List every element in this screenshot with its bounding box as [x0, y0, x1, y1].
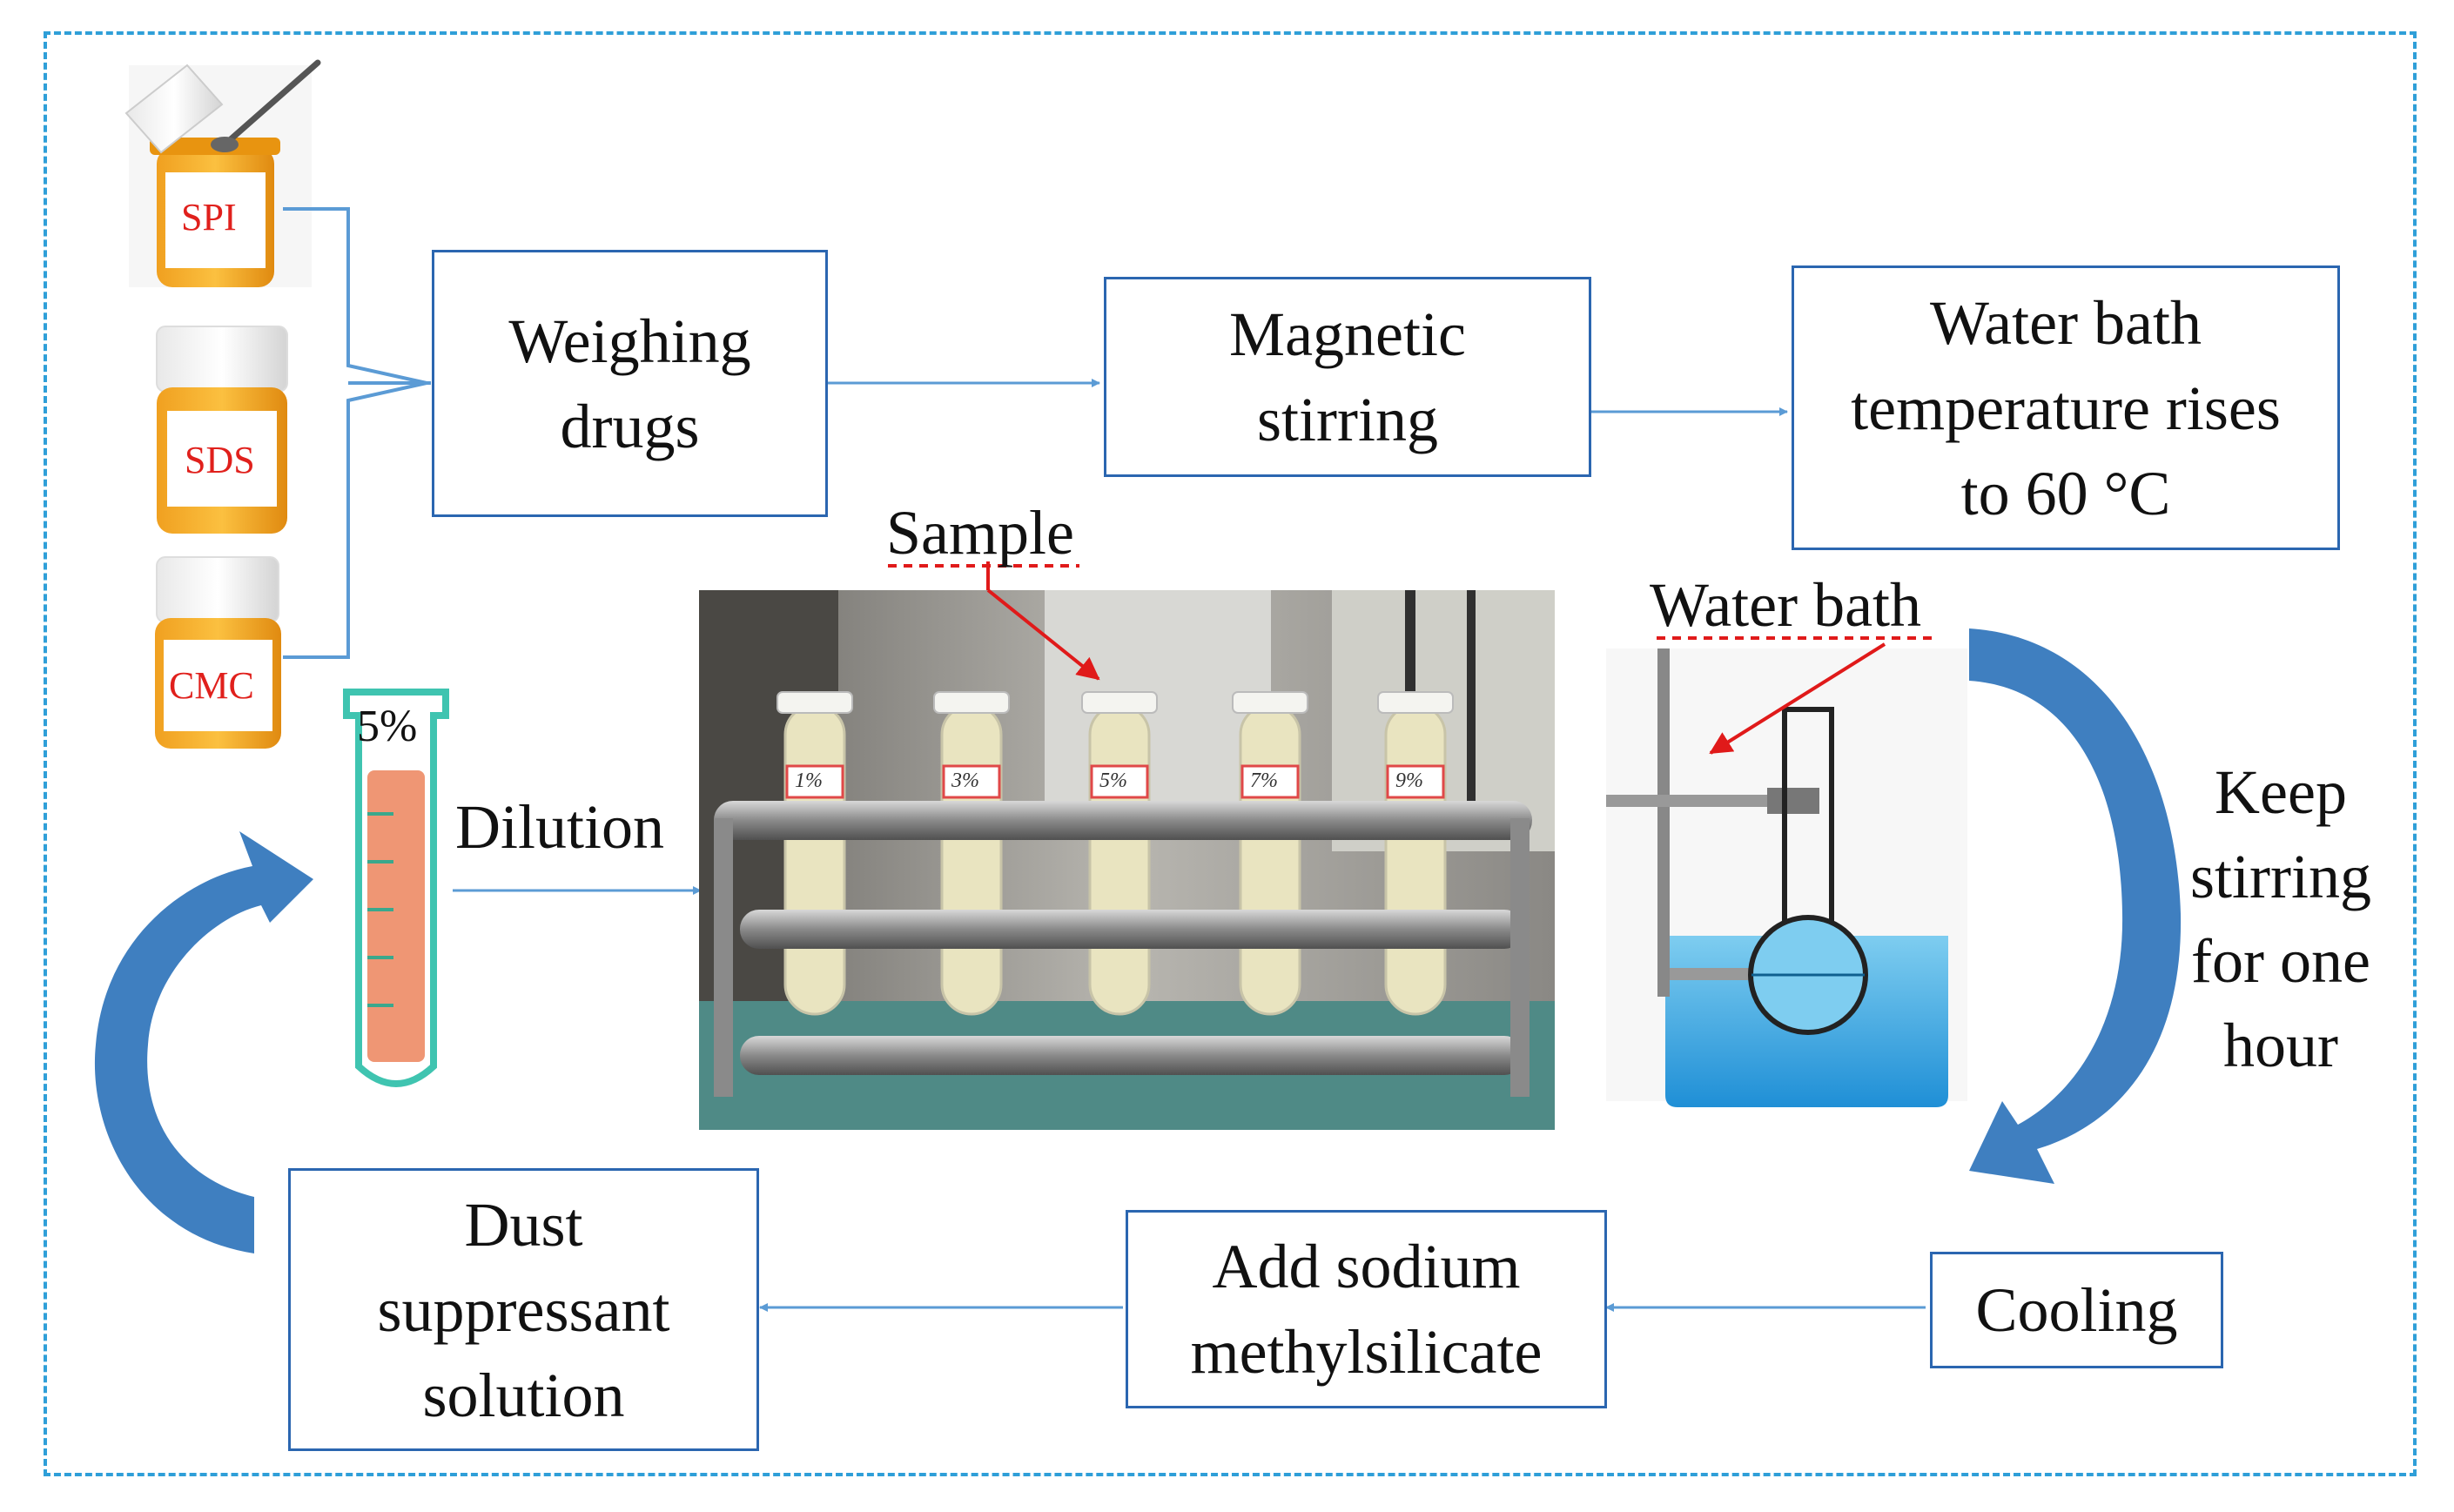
- box-add-sodium-methylsilicate: Add sodium methylsilicate: [1126, 1210, 1607, 1408]
- weighing-drugs-text: Weighing drugs: [508, 306, 751, 461]
- jar-sds: [156, 326, 288, 534]
- water-bath-label: Water bath: [1650, 570, 1922, 640]
- dashed-frame: [44, 31, 2417, 1476]
- water-bath-temperature-text: Water bath temperature rises to 60 °C: [1851, 287, 2281, 528]
- cooling-text: Cooling: [1975, 1275, 2178, 1345]
- box-magnetic-stirring: Magnetic stirring: [1104, 277, 1591, 477]
- jar-label-sds: SDS: [185, 439, 255, 481]
- tube-label: 5%: [1099, 769, 1127, 792]
- tube-label: 3%: [951, 769, 979, 792]
- sample-photo: [699, 588, 1555, 1130]
- box-water-bath-temperature: Water bath temperature rises to 60 °C: [1792, 265, 2340, 550]
- dust-suppressant-text: Dust suppressant solution: [377, 1189, 670, 1430]
- magnetic-stirring-text: Magnetic stirring: [1229, 299, 1466, 454]
- jar-spi: [124, 59, 321, 287]
- tube-label: 7%: [1250, 769, 1278, 792]
- jar-cmc: [155, 556, 281, 749]
- add-sodium-text: Add sodium methylsilicate: [1190, 1232, 1543, 1387]
- tube-label: 9%: [1395, 769, 1423, 792]
- curved-arrow-keep-stirring: [1969, 628, 2182, 1184]
- sample-label: Sample: [886, 498, 1074, 568]
- keep-stirring-label: Keep stirring for one hour: [2190, 757, 2371, 1080]
- box-cooling: Cooling: [1930, 1252, 2223, 1368]
- box-weighing-drugs: Weighing drugs: [432, 250, 828, 517]
- graduated-tube: [343, 689, 449, 1087]
- tube-label: 1%: [795, 769, 823, 792]
- jar-label-cmc: CMC: [169, 664, 254, 707]
- dilution-label: Dilution: [455, 792, 665, 862]
- concentration-label: 5%: [357, 702, 418, 751]
- curved-arrow-return: [94, 831, 313, 1253]
- sample-pointer: [986, 588, 1100, 681]
- box-dust-suppressant-solution: Dust suppressant solution: [288, 1168, 759, 1451]
- water-bath-pointer: [1709, 642, 1886, 755]
- water-bath-apparatus: [1606, 642, 1967, 1107]
- jar-label-spi: SPI: [181, 196, 237, 239]
